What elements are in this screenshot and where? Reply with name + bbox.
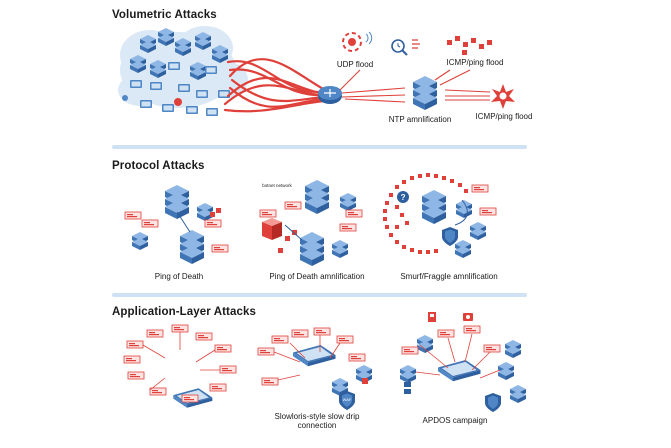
icmp-packets-icon (447, 36, 492, 55)
section-title-protocol: Protocol Attacks (112, 160, 205, 172)
router-hub (318, 86, 342, 104)
label-icmp-ping-flood-right: ICMP/ping flood (475, 112, 533, 121)
section-title-volumetric: Volumetric Attacks (112, 9, 217, 21)
smurf-fraggle-diagram: ? (383, 173, 497, 258)
label-smurf-fraggle: Smurf/Fraggle amnlification (400, 272, 498, 281)
apdos-diagram (400, 312, 526, 412)
label-slowloris-line2: connection (297, 421, 337, 430)
waf-badge: WAF (342, 397, 352, 402)
udp-flood-icon (342, 31, 373, 52)
http-flood-diagram (123, 324, 237, 408)
label-ping-of-death-amplification: Ping of Death amnlification (269, 272, 365, 281)
ping-of-death-diagram (124, 185, 229, 264)
section-divider (112, 293, 527, 297)
clock-magnifier-icon (391, 39, 420, 56)
botnet-devices (122, 28, 230, 116)
label-ntp-amplification: NTP amnlification (388, 115, 452, 124)
label-slowloris-line1: Slowloris-style slow drip (274, 412, 360, 421)
flood-arrows (339, 69, 491, 103)
ntp-server-icon (413, 76, 437, 110)
label-botnet-network: botnet network (262, 183, 292, 188)
label-udp-flood: UDP flood (336, 60, 374, 69)
ping-of-death-amplification-diagram (259, 180, 363, 266)
svg-text:?: ? (401, 193, 406, 202)
label-ping-of-death: Ping of Death (154, 272, 204, 281)
explosion-icon (491, 84, 515, 109)
section-title-application: Application-Layer Attacks (112, 306, 256, 318)
slowloris-diagram (257, 327, 372, 410)
label-slowloris: Slowloris-style slow drip connection (262, 412, 372, 430)
attack-traffic-streams (223, 58, 327, 113)
section-divider (112, 145, 527, 149)
label-apdos-campaign: APDOS campaign (422, 416, 488, 425)
label-icmp-ping-flood-top: ICMP/ping flood (446, 58, 504, 67)
